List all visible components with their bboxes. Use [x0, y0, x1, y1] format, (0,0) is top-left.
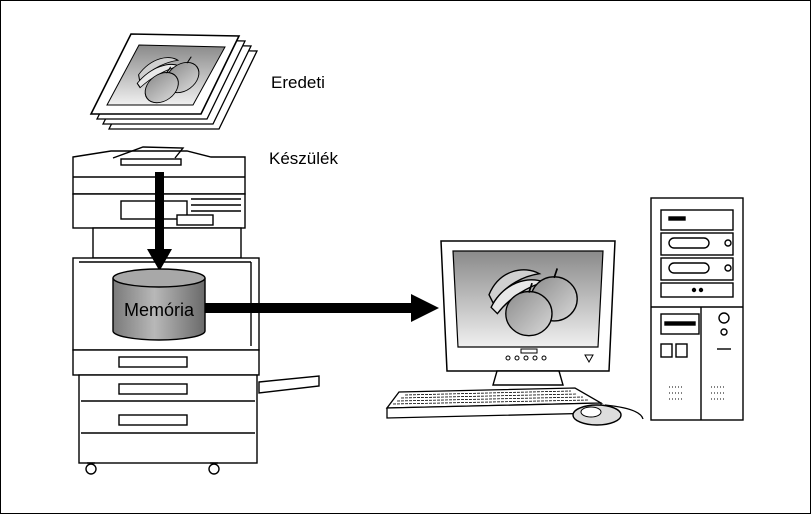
monitor-icon — [440, 240, 616, 386]
mouse-icon — [572, 404, 644, 426]
memory-label: Memória — [124, 300, 195, 320]
original-label: Eredeti — [271, 73, 325, 92]
keyboard-icon — [385, 387, 604, 419]
scan-arrow — [147, 172, 172, 271]
document-stack-icon — [89, 33, 259, 130]
transfer-arrow — [205, 294, 439, 322]
device-label: Készülék — [269, 149, 338, 168]
memory-cylinder-icon — [112, 268, 206, 341]
pc-tower-icon — [650, 197, 744, 421]
